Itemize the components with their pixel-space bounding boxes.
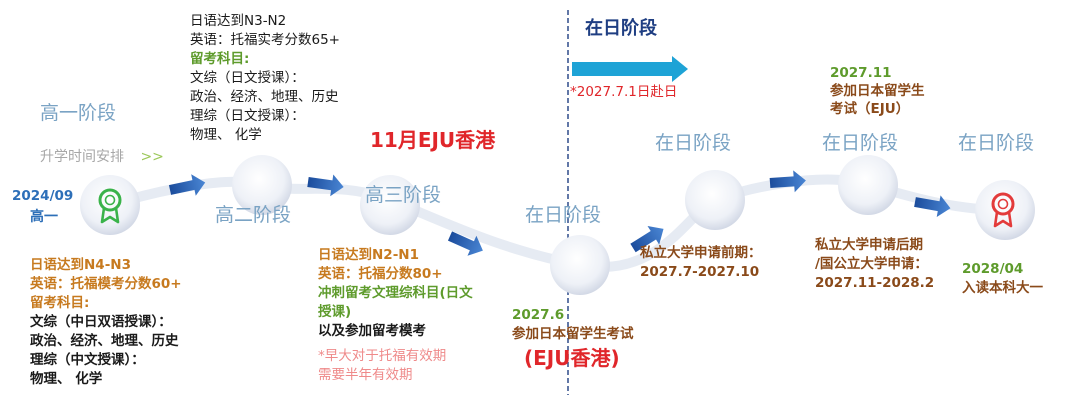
bottom-left-line: 英语：托福模考分数60+: [30, 276, 182, 292]
path-arrow: [168, 174, 206, 196]
bottom-left-line: 物理、 化学: [30, 371, 103, 387]
enroll-block: 2028/04 入读本科大一: [962, 260, 1043, 298]
path-arrow: [307, 174, 344, 197]
bottom-left-block: 日语达到N4-N3 英语：托福模考分数60+ 留考科目: 文综（中日双语授课）：…: [30, 256, 182, 389]
path-arrow: [914, 195, 951, 218]
bubble-grade3: [360, 175, 420, 235]
path-arrow: [630, 225, 664, 253]
stage-japan: 在日阶段: [655, 132, 732, 154]
bubble-eju: [550, 235, 610, 295]
top-block-line: 留考科目:: [190, 51, 250, 67]
award-ribbon-icon-green: [98, 188, 122, 224]
arrival-note: *2027.7.1日赴日: [570, 84, 678, 100]
private-late-line: 2027.11-2028.2: [815, 275, 935, 291]
path-arrow: [447, 231, 483, 256]
eju-nov-block: 2027.11 参加日本留学生 考试（EJU）: [830, 64, 925, 118]
eju-hk-nov: 11月EJU香港: [370, 128, 496, 152]
bottom-mid-note: *早大对于托福有效期: [318, 348, 447, 364]
eju-nov-line2: 考试（EJU）: [830, 101, 910, 117]
award-ribbon-icon-red: [991, 192, 1015, 228]
bottom-mid-line: 以及参加留考模考: [318, 323, 426, 339]
private-early-line: 私立大学申请前期：: [640, 245, 762, 261]
bottom-left-line: 理综（中文授课）：: [30, 352, 145, 368]
private-late-line: 私立大学申请后期: [815, 237, 923, 253]
bottom-left-line: 文综（中日双语授课）：: [30, 314, 172, 330]
schedule-label-text: 升学时间安排: [40, 149, 124, 165]
stage-japan: 在日阶段: [822, 132, 899, 154]
japan-arrow: [572, 56, 688, 82]
top-block-line: 物理、 化学: [190, 127, 262, 143]
bubble-grade2: [232, 155, 292, 215]
private-early-line: 2027.7-2027.10: [640, 264, 760, 280]
path-arrow: [769, 170, 806, 193]
eju-nov-date: 2027.11: [830, 65, 892, 81]
top-block-line: 政治、经济、地理、历史: [190, 89, 339, 105]
schedule-arrows: >>: [140, 149, 164, 165]
schedule-label: 升学时间安排 >>: [40, 150, 164, 164]
eju-june-block: 2027.6 参加日本留学生考试: [512, 306, 634, 344]
top-block: 日语达到N3-N2 英语：托福实考分数65+ 留考科目: 文综（日文授课）： 政…: [190, 12, 340, 145]
stage-japan: 在日阶段: [958, 132, 1035, 154]
enroll-date: 2028/04: [962, 261, 1024, 277]
bubble-enroll: [975, 180, 1035, 240]
grade1-date: 2024/09: [12, 188, 74, 204]
bottom-mid-line: 授课): [318, 304, 352, 320]
enroll-label: 入读本科大一: [962, 280, 1043, 296]
top-block-line: 英语：托福实考分数65+: [190, 32, 340, 48]
bottom-left-line: 日语达到N4-N3: [30, 257, 131, 273]
top-block-line: 文综（日文授课）：: [190, 70, 305, 86]
bottom-mid-block: 日语达到N2-N1 英语：托福分数80+ 冲刺留考文理综科目(日文 授课) 以及…: [318, 246, 473, 385]
header-japan: 在日阶段: [585, 18, 657, 39]
bubble-private-early: [685, 170, 745, 230]
eju-nov-line: 考试（EJU）: [830, 100, 925, 118]
stage-grade1: 高一阶段: [40, 102, 117, 124]
bottom-mid-line: 英语：托福分数80+: [318, 266, 443, 282]
grade1-label: 高一: [30, 209, 58, 225]
stage-grade2: 高二阶段: [215, 204, 292, 226]
eju-june-date: 2027.6: [512, 307, 565, 323]
bottom-left-line: 留考科目:: [30, 295, 90, 311]
top-block-line: 理综（日文授课）：: [190, 108, 305, 124]
stage-japan: 在日阶段: [525, 204, 602, 226]
eju-june-label: 参加日本留学生考试: [512, 326, 634, 342]
stage-grade3: 高三阶段: [365, 184, 442, 206]
private-early-block: 私立大学申请前期： 2027.7-2027.10: [640, 244, 762, 282]
bottom-mid-note: 需要半年有效期: [318, 367, 413, 383]
top-block-line: 日语达到N3-N2: [190, 13, 287, 29]
bubble-private-late: [838, 155, 898, 215]
private-late-line: /国公立大学申请：: [815, 256, 928, 272]
bottom-mid-line: 冲刺留考文理综科目(日文: [318, 285, 473, 301]
bottom-left-line: 政治、经济、地理、历史: [30, 333, 179, 349]
eju-hk-june: (EJU香港): [524, 346, 620, 370]
eju-nov-line: 参加日本留学生: [830, 83, 925, 99]
private-late-block: 私立大学申请后期 /国公立大学申请： 2027.11-2028.2: [815, 236, 934, 293]
bottom-mid-line: 日语达到N2-N1: [318, 247, 419, 263]
